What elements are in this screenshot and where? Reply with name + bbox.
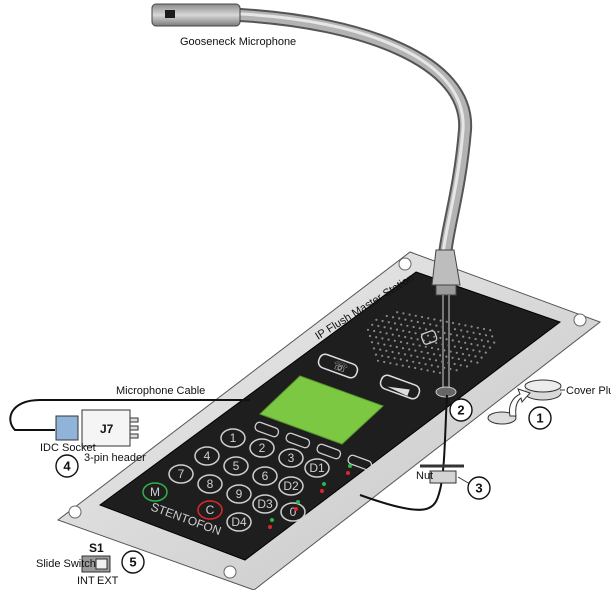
label-int: INT <box>77 575 95 587</box>
softkey-button[interactable] <box>285 432 311 449</box>
svg-text:2: 2 <box>457 403 464 418</box>
keypad-key-9[interactable]: 9 <box>226 484 252 504</box>
keypad-key-6[interactable]: 6 <box>252 466 278 486</box>
svg-text:5: 5 <box>129 555 136 570</box>
keypad-key-3[interactable]: 3 <box>278 448 304 468</box>
microphone-head <box>151 3 241 27</box>
keypad-key-4[interactable]: 4 <box>194 446 220 466</box>
led-green <box>348 464 352 468</box>
svg-text:6: 6 <box>262 469 269 483</box>
screw-hole <box>398 257 412 271</box>
callout-5: 5 <box>121 550 145 574</box>
svg-text:4: 4 <box>204 449 211 463</box>
svg-text:☏: ☏ <box>331 358 350 376</box>
keypad-key-c[interactable]: C <box>197 500 223 520</box>
keypad-key-0[interactable]: 0 <box>280 502 306 522</box>
svg-text:C: C <box>206 503 215 517</box>
lcd-display <box>259 375 384 445</box>
svg-text:4: 4 <box>63 459 71 474</box>
phonebook-button[interactable] <box>317 353 359 380</box>
callout-2: 2 <box>449 398 473 422</box>
volume-button[interactable] <box>379 374 421 401</box>
idc-socket <box>55 415 79 441</box>
softkey-button[interactable] <box>316 443 342 460</box>
label-cover-plug: Cover Plug <box>566 385 611 397</box>
svg-text:D1: D1 <box>309 461 325 475</box>
insert-arrow-icon <box>509 388 531 417</box>
microphone-cable <box>9 399 250 431</box>
screw-hole <box>573 313 587 327</box>
cover-plug-hole <box>487 411 517 425</box>
label-slide-switch: Slide Switch <box>36 558 96 570</box>
keypad-key-m[interactable]: M <box>142 482 168 502</box>
keypad-key-1[interactable]: 1 <box>220 428 246 448</box>
speaker-logo-icon <box>420 330 438 345</box>
callout-4: 4 <box>55 454 79 478</box>
keypad-key-d4[interactable]: D4 <box>226 512 252 532</box>
led-red <box>268 525 272 529</box>
svg-text:1: 1 <box>536 411 543 426</box>
gooseneck <box>233 8 473 262</box>
keypad-key-d1[interactable]: D1 <box>304 458 330 478</box>
j7-label: J7 <box>100 422 114 436</box>
softkey-button[interactable] <box>347 454 373 471</box>
svg-text:D4: D4 <box>231 515 247 529</box>
led-green <box>296 500 300 504</box>
svg-text:3: 3 <box>288 451 295 465</box>
svg-text:7: 7 <box>178 467 185 481</box>
label-s1: S1 <box>89 541 104 555</box>
keypad-key-7[interactable]: 7 <box>168 464 194 484</box>
led-red <box>346 471 350 475</box>
keypad-key-d2[interactable]: D2 <box>278 476 304 496</box>
label-3-pin-header: 3-pin header <box>84 452 146 464</box>
screw-hole <box>68 505 82 519</box>
softkeys <box>254 421 373 471</box>
callout-3: 3 <box>467 476 491 500</box>
led-green <box>270 518 274 522</box>
keypad-key-5[interactable]: 5 <box>223 456 249 476</box>
svg-text:1: 1 <box>230 431 237 445</box>
svg-text:M: M <box>150 485 160 499</box>
svg-text:5: 5 <box>233 459 240 473</box>
gooseneck-base <box>431 249 461 286</box>
led-green <box>322 482 326 486</box>
label-idc-socket: IDC Socket <box>40 442 96 454</box>
svg-text:2: 2 <box>259 441 266 455</box>
keypad-key-8[interactable]: 8 <box>197 474 223 494</box>
svg-text:8: 8 <box>207 477 214 491</box>
softkey-button[interactable] <box>254 421 280 438</box>
svg-text:3: 3 <box>475 481 482 496</box>
screw-hole <box>223 565 237 579</box>
svg-text:D3: D3 <box>257 497 273 511</box>
led-indicators <box>268 464 352 529</box>
label-gooseneck-microphone: Gooseneck Microphone <box>180 36 296 48</box>
callout-1: 1 <box>528 406 552 430</box>
svg-text:9: 9 <box>236 487 243 501</box>
label-microphone-cable: Microphone Cable <box>116 385 205 397</box>
label-nut: Nut <box>416 470 433 482</box>
nut <box>429 470 457 484</box>
led-red <box>294 507 298 511</box>
svg-text:D2: D2 <box>283 479 299 493</box>
label-ext: EXT <box>97 575 119 587</box>
svg-text:0: 0 <box>290 505 297 519</box>
keypad-key-2[interactable]: 2 <box>249 438 275 458</box>
led-red <box>320 489 324 493</box>
keypad-key-d3[interactable]: D3 <box>252 494 278 514</box>
